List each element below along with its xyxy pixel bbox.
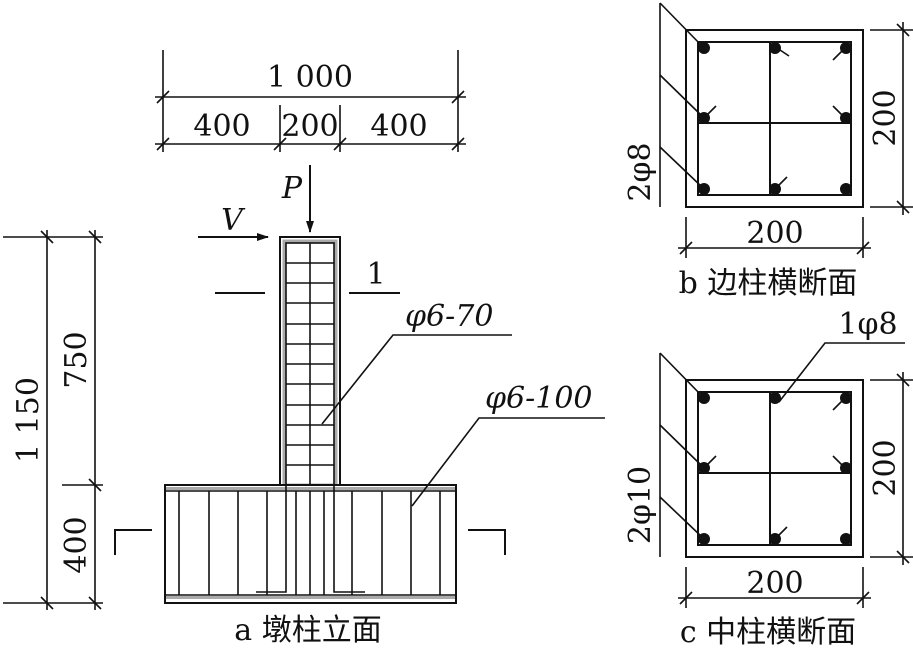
column-elevation	[279, 236, 341, 487]
base-stirrups	[178, 491, 441, 595]
caption-middle-section: c 中柱横断面	[680, 615, 856, 650]
section-mark-label: 1	[366, 257, 385, 292]
section-marker-right	[468, 529, 506, 555]
top-dimensions: 1 000 400 200 400	[155, 50, 466, 152]
middle-column-section: 1φ8 2φ10 200 200 c 中柱横断面	[623, 307, 913, 650]
dim-column-width: 200	[281, 109, 338, 144]
middle-height-dim: 200	[868, 439, 903, 496]
edge-width-dim: 200	[746, 216, 803, 251]
dim-total-height: 1 150	[11, 377, 46, 463]
load-V: V	[198, 203, 269, 241]
dim-base-height: 400	[59, 516, 94, 573]
edge-height-dim: 200	[868, 89, 903, 146]
caption-elevation: a 墩柱立面	[234, 613, 381, 648]
section-mark-1: 1	[215, 257, 400, 294]
load-P: P	[281, 165, 314, 233]
base-elevation	[164, 484, 457, 604]
middle-width-dim: 200	[746, 566, 803, 601]
left-dimensions: 1 150 750 400	[3, 230, 103, 610]
section-marker-left	[114, 529, 152, 555]
leader-base-stirrup: φ6-100	[411, 381, 605, 507]
rebars	[698, 392, 852, 545]
dim-right-width: 400	[370, 109, 427, 144]
dim-total-width: 1 000	[267, 60, 353, 95]
base-stirrup-label: φ6-100	[485, 381, 593, 416]
leader-column-stirrup: φ6-70	[321, 299, 512, 425]
caption-edge-section: b 边柱横断面	[679, 266, 858, 301]
rebars	[698, 42, 852, 195]
edge-rebar-label: 2φ8	[623, 142, 658, 201]
anchor-bar-right	[333, 485, 365, 593]
load-V-label: V	[221, 203, 246, 238]
middle-rebar-label: 2φ10	[623, 466, 658, 544]
edge-column-section: 2φ8 200 200 b 边柱横断面	[623, 2, 913, 301]
center-rebar-label: 1φ8	[838, 307, 897, 342]
dim-column-height: 750	[59, 331, 94, 388]
load-P-label: P	[281, 171, 303, 206]
column-stirrup-label: φ6-70	[405, 299, 493, 334]
column-stirrups	[286, 262, 334, 466]
dim-left-width: 400	[193, 109, 250, 144]
anchor-bar-left	[256, 485, 287, 593]
